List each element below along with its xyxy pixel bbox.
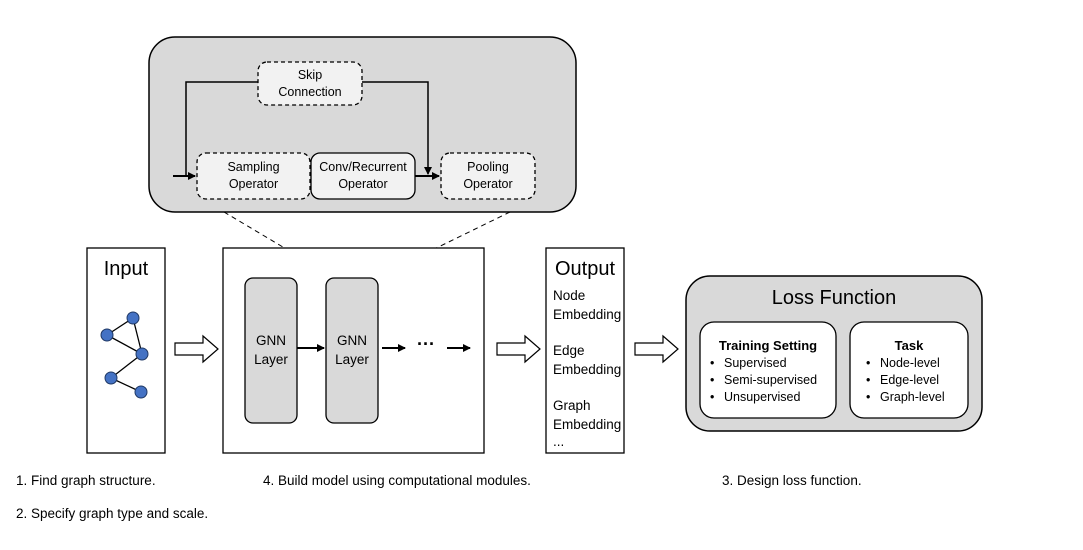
training-setting-list: Supervised Semi-supervised Unsupervised — [700, 355, 836, 406]
layer-ellipsis: ··· — [417, 334, 435, 354]
pooling-operator-box — [440, 152, 536, 200]
task-content: Task Node-level Edge-level Graph-level — [850, 338, 968, 406]
gnn-layer-1-box — [244, 277, 298, 424]
task-list: Node-level Edge-level Graph-level — [850, 355, 968, 406]
output-graph-embedding: Graph Embedding — [553, 398, 622, 432]
gnn-layer-2-label: GNN Layer — [335, 333, 369, 367]
skip-connection-arrow — [362, 81, 432, 175]
graph-node — [104, 371, 118, 385]
step-3-caption: 3. Design loss function. — [722, 473, 862, 488]
conv-operator-label: Conv/Recurrent Operator — [319, 160, 407, 191]
sampling-operator-label: Sampling Operator — [227, 160, 280, 191]
training-item-semi-supervised: Semi-supervised — [710, 372, 836, 389]
graph-illustration — [100, 311, 149, 399]
skip-connection-label: Skip Connection — [278, 67, 342, 99]
training-item-unsupervised: Unsupervised — [710, 389, 836, 406]
graph-node — [135, 347, 149, 361]
output-to-loss-arrow — [634, 334, 679, 364]
gnn-layer-1-label: GNN Layer — [254, 333, 288, 367]
input-title: Input — [103, 258, 149, 280]
step-2-caption: 2. Specify graph type and scale. — [16, 506, 209, 521]
training-setting-title: Training Setting — [718, 338, 818, 353]
skip-connection-box — [257, 61, 363, 106]
pooling-operator-label: Pooling Operator — [463, 160, 513, 191]
input-to-model-arrow — [174, 334, 219, 364]
sampling-operator-box — [196, 152, 311, 200]
task-item-edge-level: Edge-level — [866, 372, 968, 389]
output-title: Output — [554, 258, 616, 280]
model-to-output-arrow — [496, 334, 541, 364]
skip-connection-line — [185, 81, 258, 176]
loss-title: Loss Function — [771, 287, 897, 309]
zoom-line-right — [374, 211, 511, 279]
graph-node — [126, 311, 140, 325]
step-1-caption: 1. Find graph structure. — [16, 473, 156, 488]
zoom-line-left — [223, 211, 336, 279]
training-setting-content: Training Setting Supervised Semi-supervi… — [700, 338, 836, 406]
training-item-supervised: Supervised — [710, 355, 836, 372]
task-item-node-level: Node-level — [866, 355, 968, 372]
step-4-caption: 4. Build model using computational modul… — [263, 473, 531, 488]
output-more: ... — [553, 434, 565, 449]
task-item-graph-level: Graph-level — [866, 389, 968, 406]
gnn-layer-2-box — [325, 277, 379, 424]
graph-node — [134, 385, 148, 399]
output-box — [545, 247, 625, 454]
graph-node — [100, 328, 114, 342]
input-box — [86, 247, 166, 454]
task-title: Task — [894, 338, 924, 353]
output-node-embedding: Node Embedding — [553, 288, 622, 322]
output-edge-embedding: Edge Embedding — [553, 343, 622, 377]
